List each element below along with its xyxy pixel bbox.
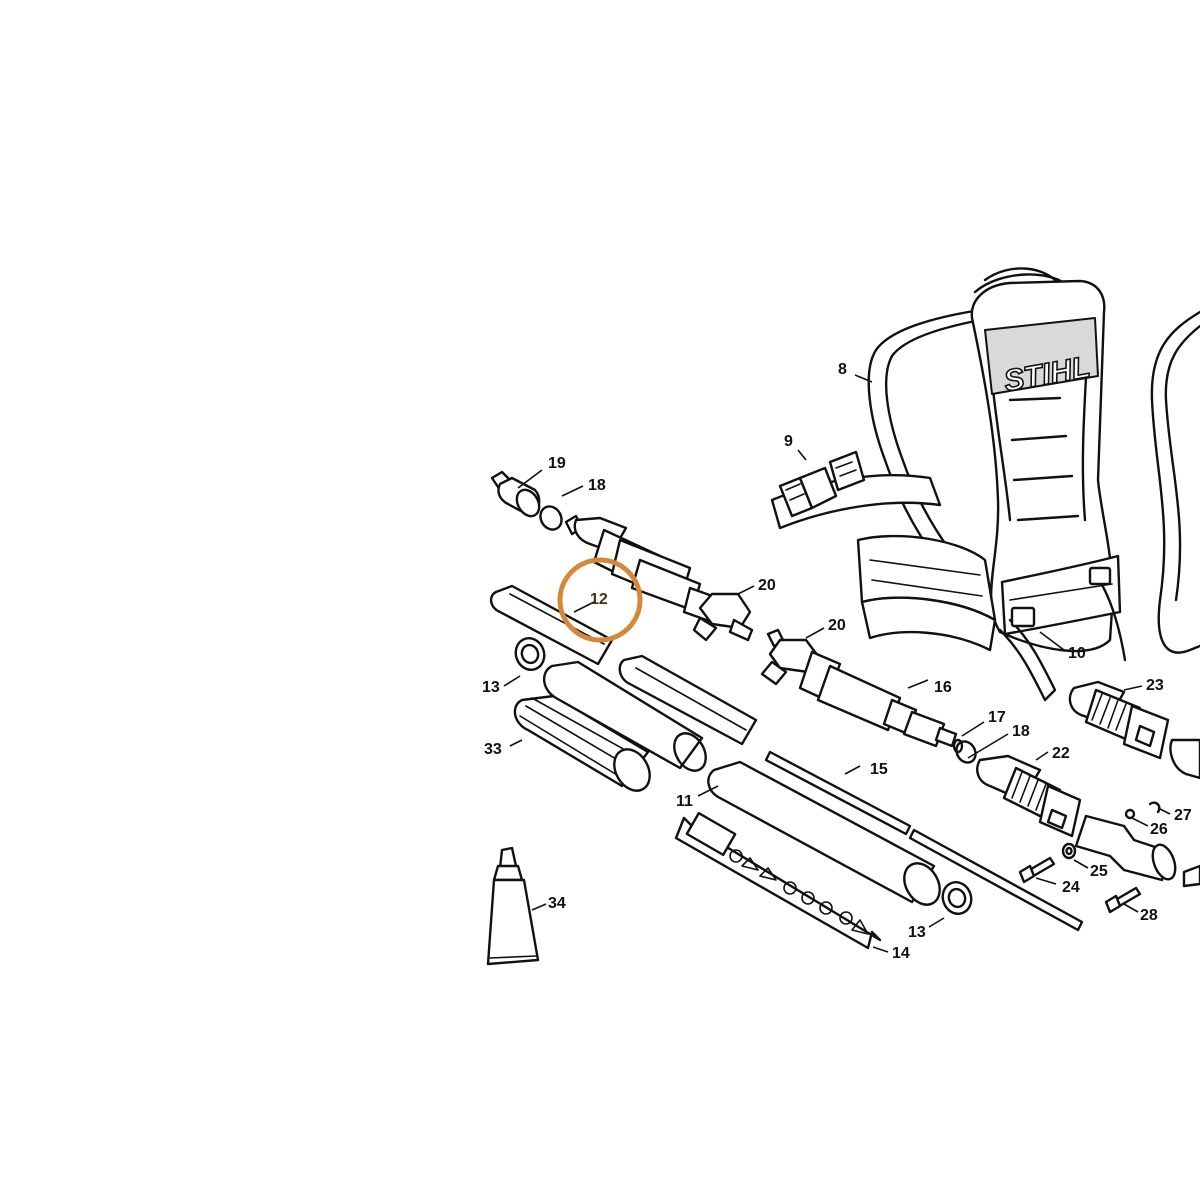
part-16-shaft-tube	[798, 650, 958, 748]
callout-10: 10	[1068, 645, 1086, 662]
part-25-nut	[1061, 842, 1077, 860]
part-19-cap	[490, 470, 541, 518]
callout-22: 22	[1052, 745, 1070, 762]
part-14-label-decal	[674, 811, 882, 950]
callout-20-upper: 20	[758, 577, 776, 594]
part-17-ring	[952, 738, 964, 754]
part-20-clamp-lower	[760, 628, 820, 686]
part-15-drive-shaft	[764, 750, 1084, 932]
callout-numbers: 8 9 10 11 13 13 14 15 16 17 18 18 19 20 …	[482, 361, 1192, 962]
callout-9: 9	[784, 433, 793, 450]
callout-12: 12	[590, 591, 608, 608]
callout-15: 15	[870, 761, 888, 778]
callout-17: 17	[988, 709, 1006, 726]
part-round-tube	[543, 660, 707, 772]
callout-11: 11	[676, 793, 693, 810]
part-13-bushing-lower	[941, 881, 973, 915]
upper-shaft-assembly	[564, 514, 720, 624]
callout-14: 14	[892, 945, 910, 962]
backpack-harness: STIHL	[770, 267, 1200, 702]
part-28-screw	[1104, 886, 1142, 914]
callout-23: 23	[1146, 677, 1164, 694]
callout-8: 8	[838, 361, 847, 378]
part-34-grease-tube	[486, 846, 540, 966]
part-20-clamp-upper	[692, 592, 754, 642]
callout-13-lower: 13	[908, 924, 926, 941]
callout-19: 19	[548, 455, 566, 472]
callout-25: 25	[1090, 863, 1108, 880]
part-26-washer	[1124, 808, 1136, 820]
callout-26: 26	[1150, 821, 1168, 838]
callout-27: 27	[1174, 807, 1192, 824]
callout-20-lower: 20	[828, 617, 846, 634]
highlight-marker: 12	[557, 557, 643, 643]
part-shaft-half-lower	[618, 654, 758, 746]
part-12-shaft-half	[489, 584, 614, 666]
part-22-connector	[976, 754, 1082, 838]
callout-18-upper: 18	[588, 477, 606, 494]
callout-33: 33	[484, 741, 502, 758]
part-18-oring-top	[539, 505, 563, 531]
part-27-clip	[1148, 801, 1161, 814]
part-handle-mount	[1074, 814, 1200, 888]
leader-lines	[503, 374, 1171, 953]
buckle	[778, 450, 866, 518]
callout-34: 34	[548, 895, 566, 912]
part-24-screw	[1018, 856, 1056, 884]
callout-16: 16	[934, 679, 952, 696]
callout-24: 24	[1062, 879, 1080, 896]
part-23-connector	[1068, 680, 1200, 780]
callout-18-lower: 18	[1012, 723, 1030, 740]
part-18-oring-lower	[955, 740, 977, 764]
part-33-profile-tube	[513, 694, 651, 792]
callout-13-upper: 13	[482, 679, 500, 696]
highlight-circle	[557, 557, 643, 643]
part-11-shaft-tube	[707, 760, 941, 906]
callout-28: 28	[1140, 907, 1158, 924]
part-13-bushing-upper	[514, 637, 546, 671]
